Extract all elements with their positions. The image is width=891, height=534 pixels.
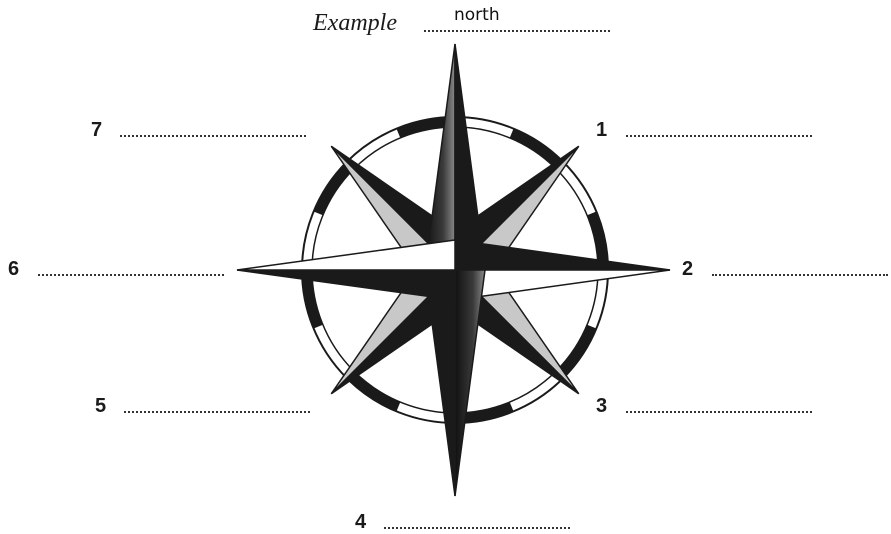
example-label: Example bbox=[313, 10, 397, 36]
label-number-2: 2 bbox=[682, 259, 693, 279]
answer-line-2[interactable] bbox=[712, 274, 888, 276]
point-west bbox=[237, 240, 455, 300]
label-number-7: 7 bbox=[91, 120, 102, 140]
label-number-3: 3 bbox=[596, 396, 607, 416]
point-east bbox=[455, 240, 670, 300]
point-north bbox=[425, 44, 485, 270]
cardinal-points bbox=[237, 44, 670, 496]
label-number-1: 1 bbox=[596, 120, 607, 140]
answer-line-5[interactable] bbox=[124, 411, 310, 413]
answer-line-6[interactable] bbox=[38, 274, 224, 276]
example-answer-line bbox=[424, 30, 610, 32]
label-number-4: 4 bbox=[355, 512, 366, 532]
label-number-5: 5 bbox=[95, 396, 106, 416]
label-number-6: 6 bbox=[8, 259, 19, 279]
answer-line-3[interactable] bbox=[626, 411, 812, 413]
point-south bbox=[425, 270, 485, 496]
example-answer: north bbox=[454, 6, 500, 24]
answer-line-1[interactable] bbox=[626, 135, 812, 137]
answer-line-7[interactable] bbox=[120, 135, 306, 137]
answer-line-4[interactable] bbox=[384, 527, 570, 529]
